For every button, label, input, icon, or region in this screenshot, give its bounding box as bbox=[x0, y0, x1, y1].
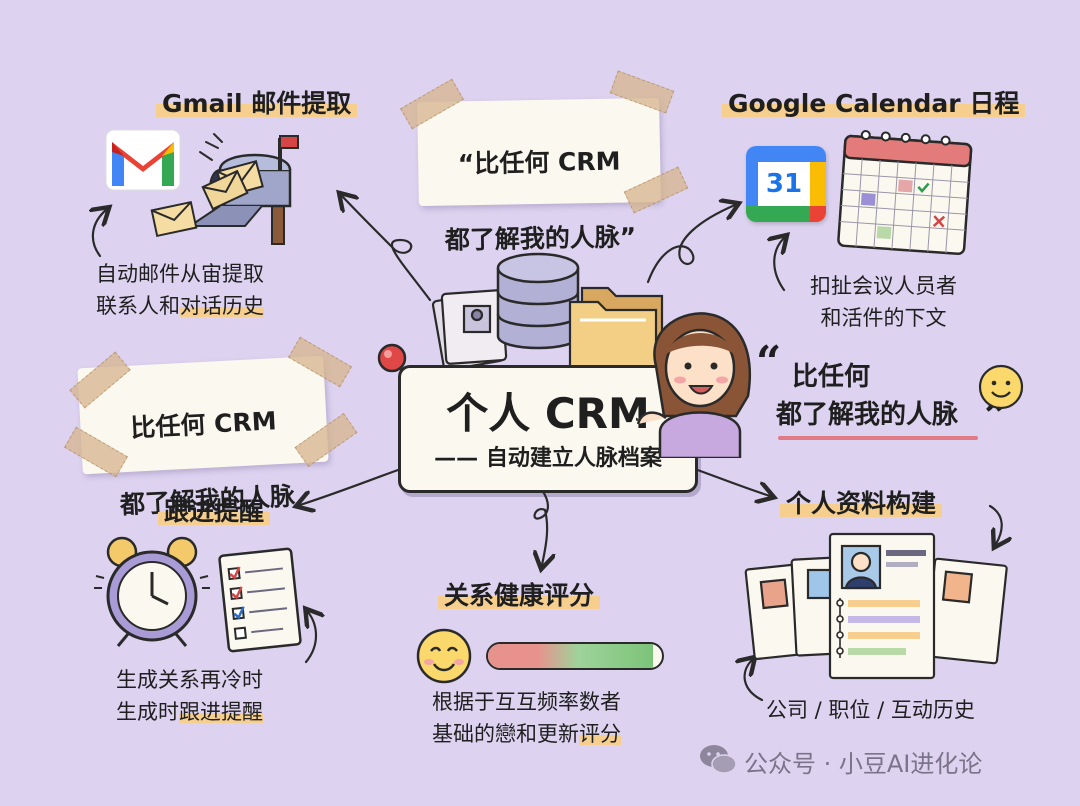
arrow-to-health bbox=[535, 488, 548, 565]
arrow-to-gmail bbox=[342, 196, 432, 302]
followup-desc-line2: 生成时跟进提醒 bbox=[116, 696, 263, 728]
arrow-calendar-desc bbox=[774, 238, 784, 292]
alarm-clock-icon bbox=[94, 536, 210, 647]
watermark-text: 公众号 · 小豆AI进化论 bbox=[744, 750, 983, 778]
health-desc-line2: 基础的戀和更新评分 bbox=[432, 718, 621, 750]
arrow-followup-desc bbox=[306, 612, 316, 664]
calendar-icon-number: 31 bbox=[758, 162, 810, 206]
gmail-title: Gmail 邮件提取 bbox=[156, 84, 358, 120]
quote-open-mark: “ bbox=[756, 337, 782, 388]
google-calendar-icon: 31 bbox=[746, 146, 826, 222]
girl-character-icon bbox=[636, 312, 751, 458]
calendar-description: 扣扯会议人员者 和活件的下文 bbox=[810, 270, 957, 334]
followup-description: 生成关系再冷时 生成时跟进提醒 bbox=[116, 664, 263, 728]
gmail-logo-icon bbox=[105, 129, 181, 191]
arrow-gmail-desc bbox=[93, 210, 106, 258]
calendar-page-icon bbox=[837, 130, 973, 256]
central-subtitle: —— 自动建立人脉档案 bbox=[434, 446, 662, 471]
arrow-to-profile bbox=[690, 466, 770, 496]
followup-desc-line2-highlight: 跟进提醒 bbox=[179, 700, 263, 724]
quote-left-line1: 比任何 CRM bbox=[129, 406, 278, 443]
followup-desc-line2-plain: 生成时 bbox=[116, 700, 179, 724]
quote-underline bbox=[778, 436, 978, 440]
quote-note-top: “比任何 CRM 都了解我的人脉” bbox=[417, 97, 661, 255]
gmail-desc-line2-highlight: 对话历史 bbox=[180, 294, 264, 318]
hub-illustration bbox=[431, 252, 664, 372]
health-description: 根据于互互频率数者 基础的戀和更新评分 bbox=[432, 686, 621, 750]
followup-desc-line1: 生成关系再冷时 bbox=[116, 668, 263, 692]
wechat-icon bbox=[700, 745, 737, 774]
health-score-fill bbox=[488, 644, 654, 668]
smiley-icon bbox=[978, 364, 1024, 410]
central-title: 个人 CRM bbox=[446, 389, 650, 438]
gmail-desc-line2: 联系人和对话历史 bbox=[96, 290, 264, 322]
gmail-desc-line1: 自动邮件从宙提取 bbox=[96, 262, 264, 286]
gmail-description: 自动邮件从宙提取 联系人和对话历史 bbox=[96, 258, 264, 322]
profile-description: 公司 / 职位 / 互动历史 bbox=[766, 698, 975, 722]
calendar-title: Google Calendar 日程 bbox=[722, 84, 1026, 120]
quote-right-line2: 都了解我的人脉 bbox=[776, 400, 959, 430]
calendar-desc-line2: 和活件的下文 bbox=[820, 306, 947, 330]
health-desc-line2-highlight: 评分 bbox=[579, 722, 621, 746]
health-desc-line1: 根据于互互频率数者 bbox=[432, 690, 621, 714]
checklist-icon bbox=[218, 547, 302, 653]
profile-cards-icon bbox=[744, 532, 1008, 680]
calendar-desc-line1: 扣扯会议人员者 bbox=[810, 274, 957, 298]
followup-title: 跟进提醒 bbox=[158, 492, 271, 528]
quote-right-line1: 比任何 bbox=[792, 362, 871, 392]
mailbox-icon bbox=[150, 135, 299, 245]
health-score-bar bbox=[486, 642, 664, 670]
profile-title: 个人资料构建 bbox=[780, 484, 943, 520]
central-topic-card: 个人 CRM —— 自动建立人脉档案 bbox=[398, 365, 698, 493]
gmail-desc-line2-plain: 联系人和 bbox=[96, 294, 180, 318]
quote-top-line1: “比任何 CRM bbox=[457, 146, 621, 179]
health-desc-line2-plain: 基础的戀和更新 bbox=[432, 722, 579, 746]
health-title: 关系健康评分 bbox=[438, 576, 601, 612]
happy-face-icon bbox=[416, 628, 472, 684]
